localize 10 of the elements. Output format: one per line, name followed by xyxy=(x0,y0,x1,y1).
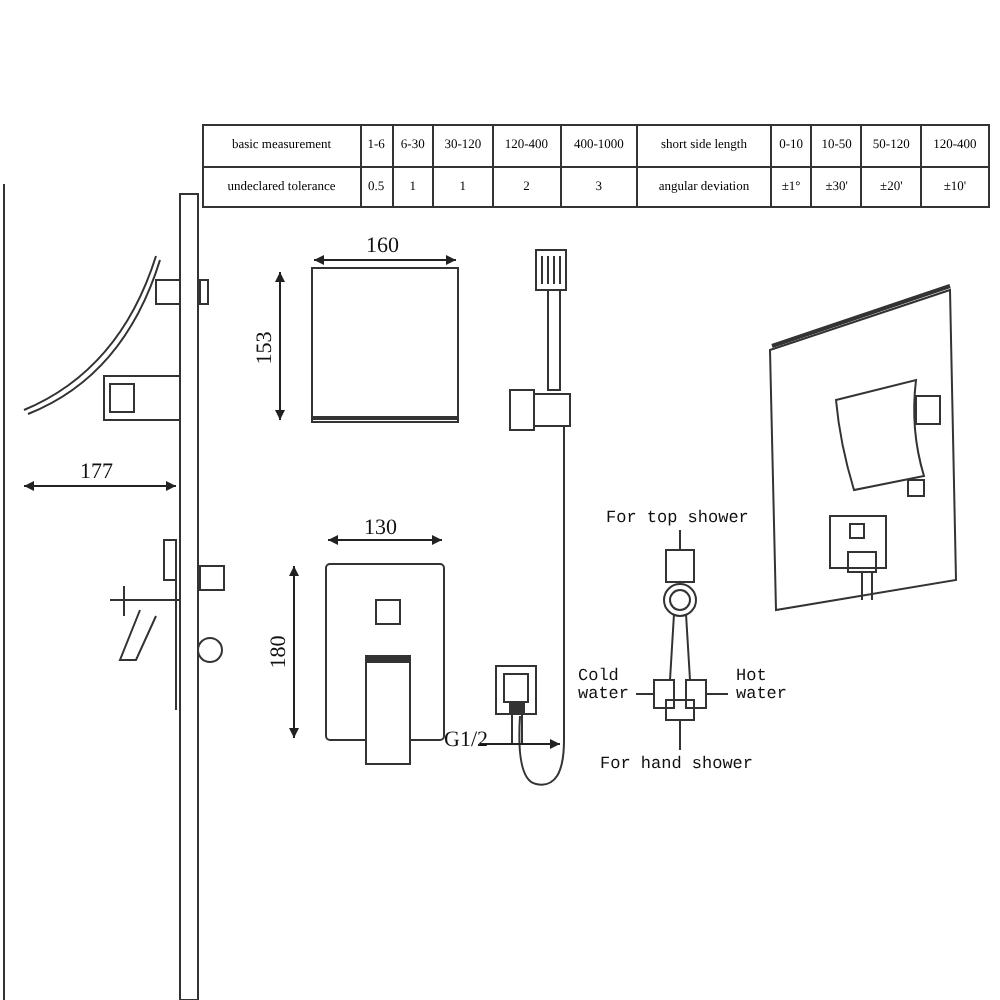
dimension-label: 180 xyxy=(266,635,291,669)
dimension-label: 160 xyxy=(366,234,399,258)
port-label: For hand shower xyxy=(600,756,754,774)
thread-size-label: G1/2 xyxy=(444,728,488,752)
port-label: For top shower xyxy=(606,510,749,528)
port-label: Cold water xyxy=(578,668,632,704)
dimension-label: 153 xyxy=(252,331,277,365)
dimension-label: 177 xyxy=(80,460,113,484)
port-label: Hot water xyxy=(736,668,790,704)
dimension-label: 130 xyxy=(364,516,397,540)
